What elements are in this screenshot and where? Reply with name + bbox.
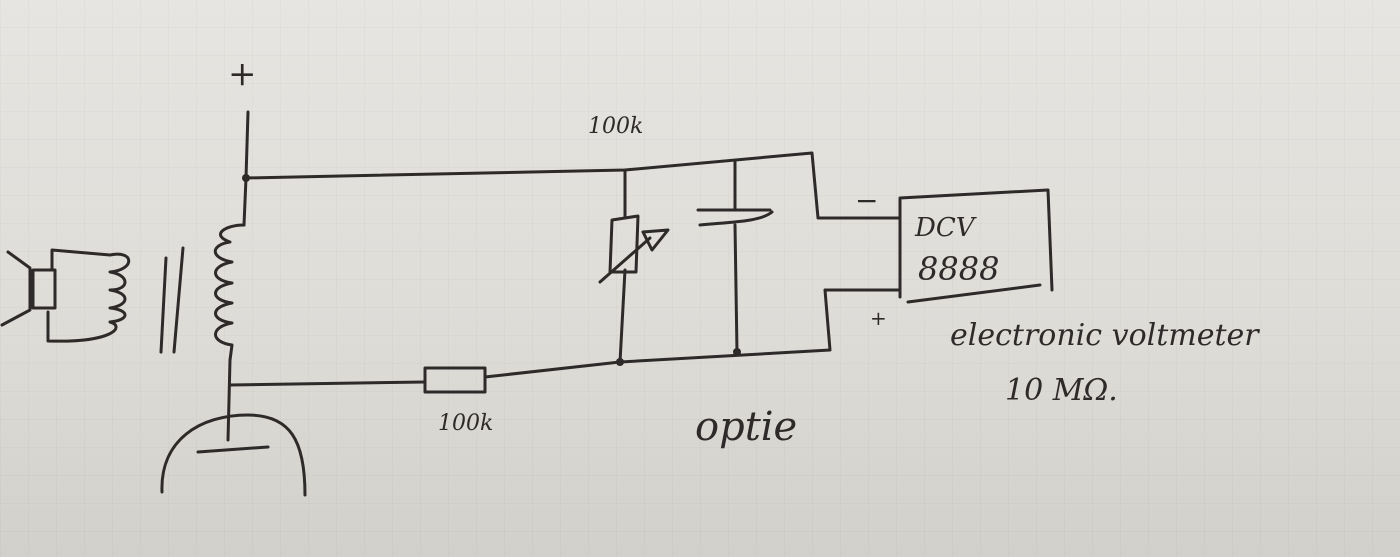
meter-caption: electronic voltmeter <box>950 318 1260 353</box>
tube-plate <box>196 445 270 454</box>
supply-wire <box>242 110 250 227</box>
supply-plus-label: + <box>228 54 257 94</box>
potentiometer <box>598 214 670 284</box>
capacitor <box>696 160 774 354</box>
meter-display: 8888 <box>918 250 999 288</box>
meter-minus-label: − <box>855 184 878 217</box>
primary-coil <box>213 223 246 362</box>
meter-plus-label: + <box>870 306 887 330</box>
meter-impedance: 10 MΩ. <box>1005 373 1118 408</box>
option-label: optie <box>695 404 797 450</box>
bottom-junction-node <box>616 358 624 366</box>
top-wire <box>244 151 902 220</box>
tube-envelope <box>160 413 307 497</box>
bottom-resistor <box>423 366 487 394</box>
secondary-coil <box>46 248 131 343</box>
bottom-resistor-label: 100k <box>438 411 493 436</box>
bottom-wire <box>228 288 902 387</box>
capacitor-junction-node <box>733 348 741 356</box>
speaker-icon <box>0 250 57 327</box>
transformer-core <box>159 246 185 354</box>
meter-mode-label: DCV <box>914 213 977 243</box>
plate-wire <box>226 358 232 442</box>
voltmeter-box <box>898 188 1054 304</box>
potentiometer-wire <box>618 168 627 364</box>
top-resistor-label: 100k <box>588 114 643 139</box>
